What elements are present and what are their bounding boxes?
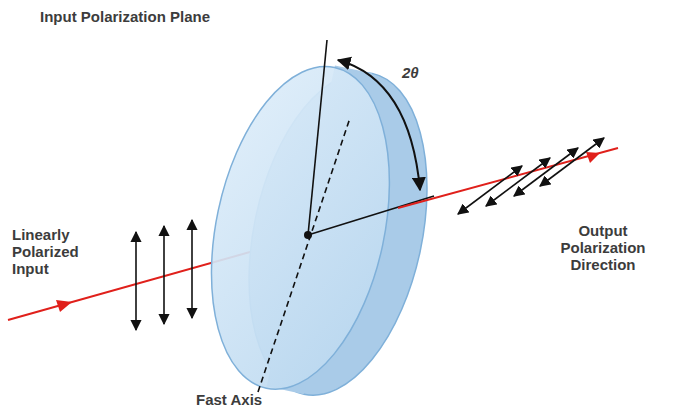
fast-axis-line [258, 118, 350, 392]
output-polarization-arrows [458, 138, 604, 214]
output-plane-line [308, 196, 434, 235]
beam-center-dot [304, 231, 312, 239]
output-label: Output Polarization Direction [548, 222, 658, 273]
beam-arrowhead [586, 152, 600, 163]
input-label: Linearly Polarized Input [12, 226, 94, 277]
waveplate-disc [184, 48, 454, 412]
angle-arc [338, 60, 420, 190]
plane-label: Input Polarization Plane [40, 8, 210, 25]
input-plane-line [308, 40, 327, 235]
angle-label: 2θ [402, 64, 419, 81]
axis-label: Fast Axis [196, 391, 262, 408]
beam-arrowhead [56, 300, 72, 312]
output-beam [398, 148, 618, 208]
input-polarization-arrows [136, 220, 192, 330]
